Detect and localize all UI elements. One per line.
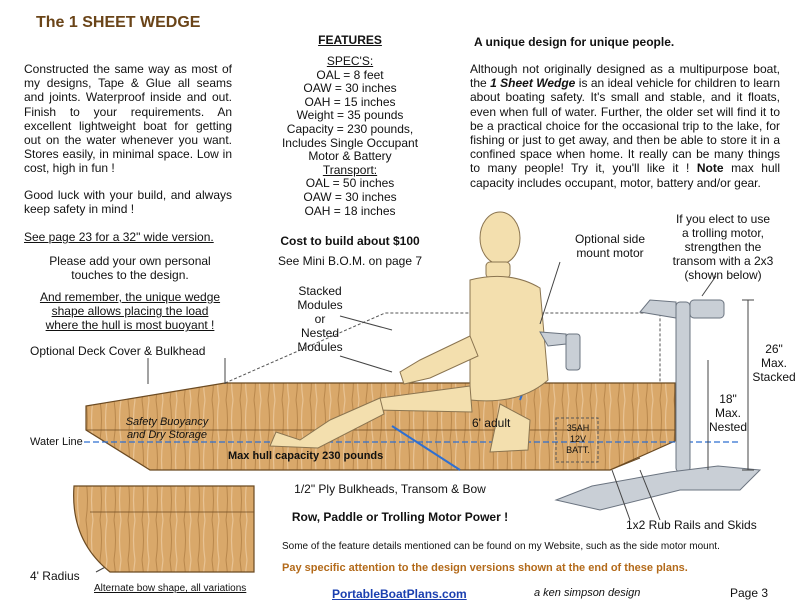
adult-label: 6' adult <box>472 416 511 430</box>
nested-dim-line: Max. <box>714 406 741 420</box>
trolling-motor-label: If you elect to use a trolling motor, st… <box>662 212 784 282</box>
water-line-label: Water Line <box>30 436 83 448</box>
modules-line: Modules <box>297 340 343 354</box>
features-heading: FEATURES <box>318 33 382 47</box>
side-mount-line: Optional side <box>574 232 646 246</box>
radius-label: 4' Radius <box>30 569 80 583</box>
remember-line: And remember, the unique wedge <box>39 290 221 304</box>
max-capacity-label: Max hull capacity 230 pounds <box>228 450 384 462</box>
remember-text: And remember, the unique wedge shape all… <box>20 290 240 333</box>
modules-line: Stacked <box>298 284 342 298</box>
modules-line: Nested <box>300 326 340 340</box>
cost-text: Cost to build about $100 <box>280 234 420 248</box>
rub-rails-label: 1x2 Rub Rails and Skids <box>626 518 757 532</box>
alt-bow-label: Alternate bow shape, all variations <box>94 583 247 594</box>
personal-touches-text: Please add your own personal touches to … <box>20 254 240 282</box>
stacked-dim-line: Stacked <box>752 370 796 384</box>
bulkheads-label: 1/2" Ply Bulkheads, Transom & Bow <box>294 482 486 496</box>
buoyancy-line: Safety Buoyancy <box>125 416 209 428</box>
battery-label: 35AH 12V BATT. <box>558 423 598 456</box>
transport-line: OAH = 18 inches <box>304 203 396 218</box>
battery-line: BATT. <box>566 445 590 455</box>
personal-line: Please add your own personal <box>49 254 211 268</box>
specs-heading: SPEC'S: <box>326 54 374 68</box>
battery-line: 35AH <box>566 423 590 433</box>
boat-name: 1 Sheet Wedge <box>490 76 576 91</box>
oar <box>391 425 461 471</box>
transport-line: OAL = 50 inches <box>305 176 395 191</box>
alt-bow-shape <box>73 485 255 573</box>
buoyancy-line: and Dry Storage <box>126 429 208 441</box>
battery <box>555 417 599 463</box>
body-part: max hull capacity includes occupant, mot… <box>470 161 780 190</box>
remember-line: shape allows placing the load <box>51 304 209 319</box>
spec-line: Capacity = 230 pounds, <box>286 121 414 136</box>
nested-dimension-label: 18" Max. Nested <box>706 392 750 434</box>
side-mount-line: mount motor <box>576 246 644 260</box>
remember-line: where the hull is most buoyant ! <box>45 318 215 333</box>
trolling-line: a trolling motor, <box>681 226 765 240</box>
battery-line: 12V <box>569 434 586 444</box>
transport-heading: Transport: <box>322 162 378 177</box>
deck-cover-label: Optional Deck Cover & Bulkhead <box>30 344 206 358</box>
body-part: Although not originally designed as a mu… <box>470 62 780 91</box>
website-note: Some of the feature details mentioned ca… <box>282 541 720 552</box>
dimension-lines <box>707 299 754 471</box>
attention-note: Pay specific attention to the design ver… <box>282 562 688 574</box>
trolling-line: strengthen the <box>684 240 762 254</box>
body-part: is an ideal vehicle for children to lear… <box>470 76 781 176</box>
nested-dim-line: Nested <box>708 420 748 434</box>
right-heading: A unique design for unique people. <box>474 35 675 49</box>
trolling-motor <box>539 299 762 511</box>
good-luck-text: Good luck with your build, and always ke… <box>24 188 232 217</box>
side-mount-label: Optional side mount motor <box>562 232 658 260</box>
modules-line: Modules <box>297 298 343 312</box>
spec-line: Includes Single Occupant <box>281 135 419 150</box>
transport-line: OAW = 30 inches <box>303 189 397 204</box>
trolling-line: (shown below) <box>684 268 762 282</box>
trolling-line: If you elect to use <box>675 212 771 226</box>
specs-block: SPEC'S: OAL = 8 feet OAW = 30 inches OAH… <box>250 54 450 218</box>
adult-figure <box>269 211 549 453</box>
hull-bottom-edge <box>150 457 641 471</box>
page-title: The 1 SHEET WEDGE <box>36 14 201 31</box>
pointer-lines <box>95 261 717 573</box>
intro-paragraph: Constructed the same way as most of my d… <box>24 62 232 176</box>
spec-line: Motor & Battery <box>308 149 392 164</box>
spec-line: OAL = 8 feet <box>316 67 384 82</box>
bom-text: See Mini B.O.M. on page 7 <box>277 254 423 268</box>
website-link[interactable]: PortableBoatPlans.com <box>332 587 467 601</box>
nested-dim-line: 18" <box>719 392 737 406</box>
power-label: Row, Paddle or Trolling Motor Power ! <box>291 510 509 524</box>
buoyancy-label: Safety Buoyancy and Dry Storage <box>112 416 222 442</box>
spec-line: OAH = 15 inches <box>304 94 396 109</box>
right-paragraph: Although not originally designed as a mu… <box>470 62 780 190</box>
modules-line: or <box>314 312 326 326</box>
note-word: Note <box>696 161 724 176</box>
stacked-dimension-label: 26" Max. Stacked <box>752 342 796 384</box>
spec-line: Weight = 35 pounds <box>296 108 404 123</box>
stacked-dim-line: Max. <box>760 356 787 370</box>
trolling-line: transom with a 2x3 <box>672 254 774 268</box>
page-number: Page 3 <box>730 586 769 600</box>
page23-note: See page 23 for a 32" wide version. <box>24 230 214 244</box>
stacked-modules-label: Stacked Modules or Nested Modules <box>280 284 360 354</box>
spec-line: OAW = 30 inches <box>303 81 397 96</box>
stacked-dim-line: 26" <box>765 342 783 356</box>
credit-text: a ken simpson design <box>534 587 641 599</box>
personal-line: touches to the design. <box>71 268 189 283</box>
